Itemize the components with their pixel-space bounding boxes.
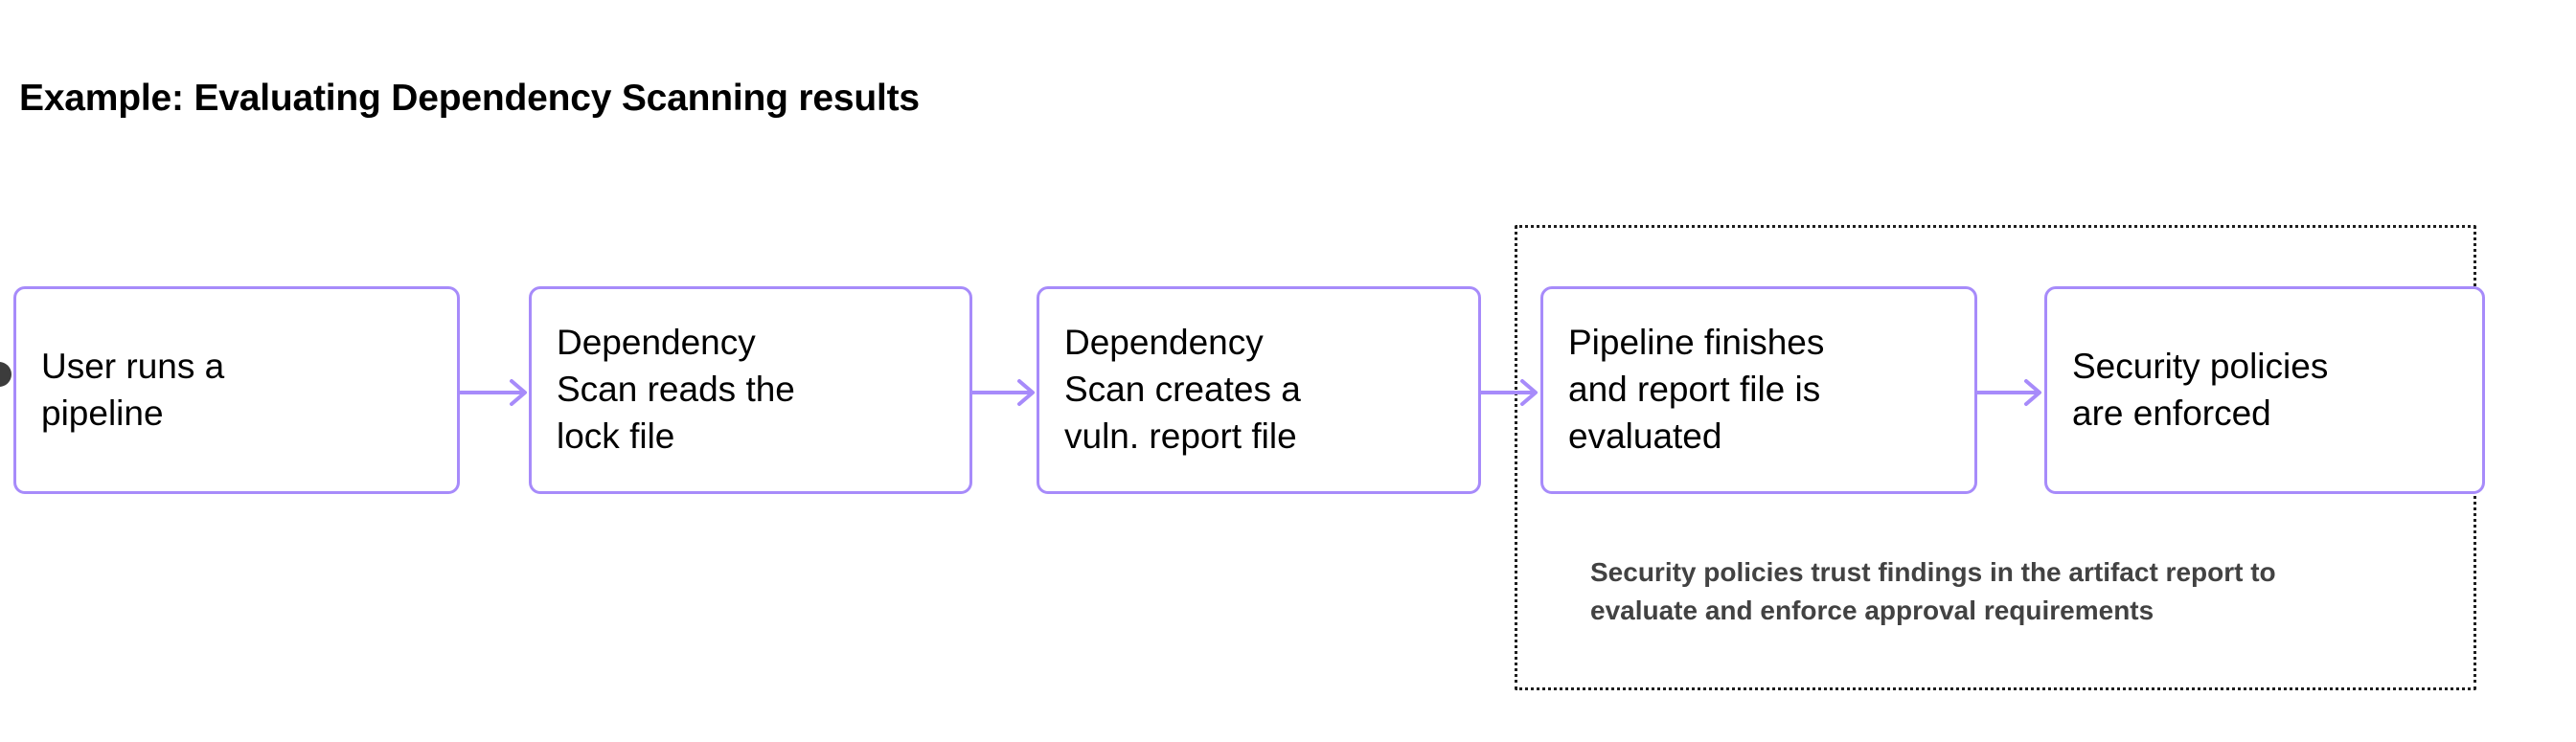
flow-node-security-policies-enforced[interactable]: Security policies are enforced bbox=[2044, 286, 2485, 494]
flow-arrow-1-to-2-icon bbox=[458, 375, 533, 410]
flow-arrow-2-to-3-icon bbox=[969, 375, 1040, 410]
flow-node-dependency-scan-reads-lock-file[interactable]: Dependency Scan reads the lock file bbox=[529, 286, 972, 494]
flow-node-pipeline-finishes-report-evaluated[interactable]: Pipeline finishes and report file is eva… bbox=[1540, 286, 1977, 494]
flow-node-label: User runs a pipeline bbox=[41, 346, 225, 433]
policy-evaluation-group-caption: Security policies trust findings in the … bbox=[1590, 557, 2276, 625]
flow-node-label: Dependency Scan creates a vuln. report f… bbox=[1064, 323, 1301, 456]
flow-node-label: Pipeline finishes and report file is eva… bbox=[1568, 323, 1825, 456]
flow-arrow-3-to-4-icon bbox=[1478, 375, 1543, 410]
flow-node-label: Dependency Scan reads the lock file bbox=[557, 323, 795, 456]
flow-arrow-4-to-5-icon bbox=[1975, 375, 2047, 410]
page-title: Example: Evaluating Dependency Scanning … bbox=[19, 78, 920, 119]
entry-node-marker-icon bbox=[0, 362, 11, 387]
flow-node-user-runs-pipeline[interactable]: User runs a pipeline bbox=[13, 286, 460, 494]
flow-node-dependency-scan-creates-report[interactable]: Dependency Scan creates a vuln. report f… bbox=[1037, 286, 1481, 494]
flow-node-label: Security policies are enforced bbox=[2072, 346, 2329, 433]
